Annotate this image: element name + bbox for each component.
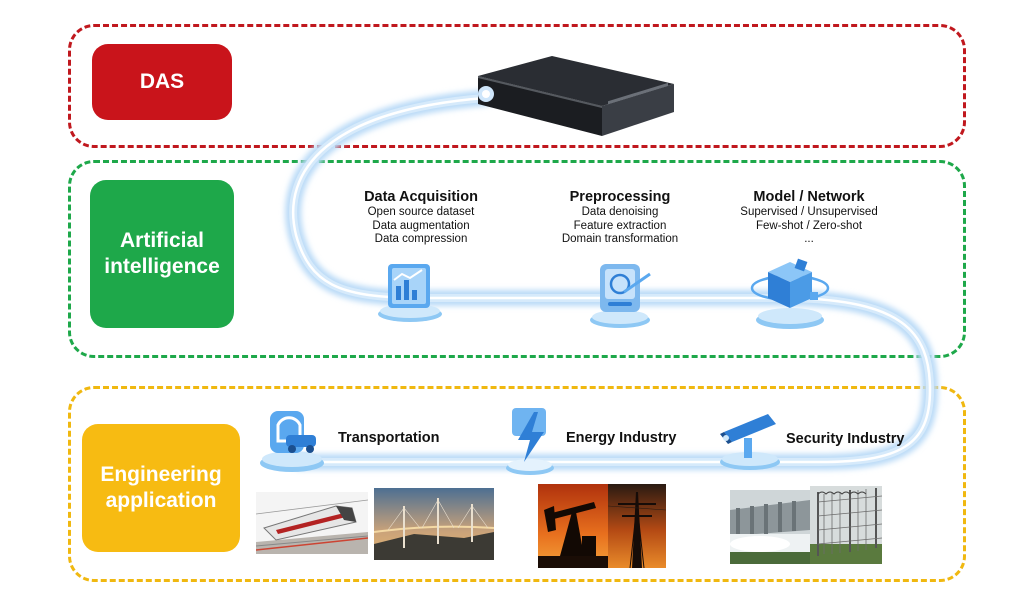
application-label-energy: Energy Industry	[566, 430, 677, 446]
stage-title: Data Acquisition	[364, 189, 478, 205]
stage-line: Domain transformation	[561, 233, 679, 245]
stage-preprocessing: Preprocessing Data denoising Feature ext…	[550, 189, 690, 247]
das-layer-band	[68, 24, 966, 148]
camera-icon	[720, 414, 780, 470]
lightning-icon	[506, 408, 554, 475]
stage-line: Data augmentation	[372, 219, 470, 232]
application-label-transportation: Transportation	[338, 430, 440, 446]
engineering-layer-band	[68, 386, 966, 582]
stage-title: Preprocessing	[569, 189, 671, 205]
stage-line: ...	[804, 233, 814, 245]
dam-photo	[730, 490, 810, 564]
stage-line: Feature extraction	[573, 219, 667, 232]
fence-photo	[810, 486, 882, 564]
train-photo	[256, 492, 368, 554]
stage-line: Open source dataset	[367, 206, 475, 218]
data-chart-icon	[378, 264, 442, 322]
stage-line: Few-shot / Zero-shot	[755, 219, 863, 232]
stage-line: Supervised / Unsupervised	[740, 206, 878, 218]
stage-title: Model / Network	[753, 189, 865, 205]
stage-line: Data denoising	[581, 206, 659, 218]
ai-layer-band	[68, 160, 966, 358]
filter-device-icon	[590, 264, 651, 328]
oil-pump-photo	[538, 484, 608, 568]
power-tower-photo	[608, 484, 666, 568]
bridge-photo	[374, 488, 494, 560]
das-interrogator-unit-icon	[478, 56, 674, 136]
das-layer-label: DAS	[92, 44, 232, 120]
stage-line: Data compression	[374, 233, 468, 245]
application-label-security: Security Industry	[786, 431, 905, 447]
network-cube-icon	[750, 258, 830, 329]
car-icon	[260, 411, 324, 472]
stage-model-network: Model / Network Supervised / Unsupervise…	[728, 189, 890, 247]
stage-data-acquisition: Data Acquisition Open source dataset Dat…	[350, 189, 492, 247]
